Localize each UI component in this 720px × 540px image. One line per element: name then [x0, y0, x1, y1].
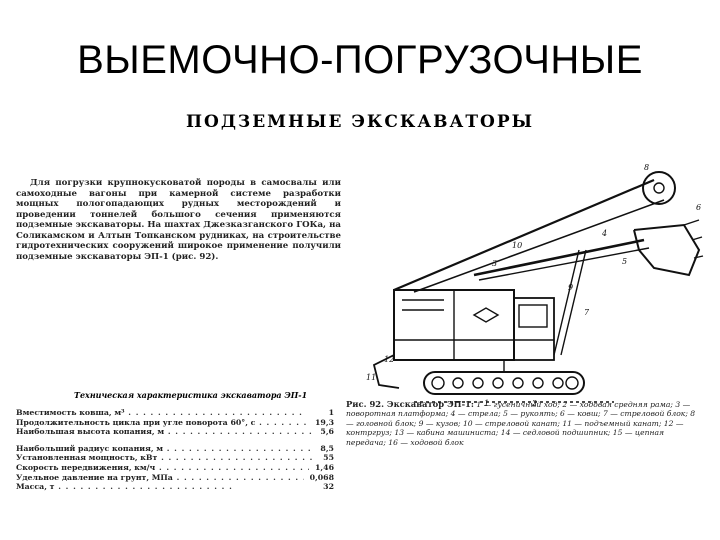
spec-label: Установленная мощность, кВт — [16, 453, 317, 463]
figure-label: 3 — [492, 259, 497, 268]
figure-label: 4 — [601, 229, 607, 238]
figure-label: 1 — [484, 399, 489, 408]
spec-row: Масса, т 32 — [16, 482, 334, 492]
figure-label: 7 — [584, 308, 590, 317]
spec-label: Наибольшая высота копания, м — [16, 427, 314, 437]
figure-label: 2 — [531, 399, 537, 408]
spec-row: Установленная мощность, кВт 55 — [16, 453, 334, 463]
figure-label: 10 — [512, 241, 522, 250]
spec-value: 1 — [328, 408, 334, 417]
tech-spec-title: Техническая характеристика экскаватора Э… — [74, 390, 308, 400]
spec-label: Удельное давление на грунт, МПа — [16, 473, 304, 483]
spec-row: Наибольший радиус копания, м 8,5 — [16, 444, 334, 454]
spec-value: 5,6 — [320, 427, 334, 437]
figure-label: 9 — [568, 283, 573, 292]
spec-value: 19,3 — [315, 417, 334, 427]
spec-row: Удельное давление на грунт, МПа 0,068 — [16, 473, 334, 483]
slide-title: ВЫЕМОЧНО-ПОГРУЗОЧНЫЕ — [77, 38, 643, 82]
spec-label: Продолжительность цикла при угле поворот… — [16, 418, 309, 428]
figure-label: 12 — [384, 355, 394, 364]
spec-label: Наибольший радиус копания, м — [16, 444, 314, 454]
spec-gap — [16, 437, 334, 444]
spec-row: Наибольшая высота копания, м 5,6 — [16, 427, 334, 437]
tech-spec-table: Вместимость ковша, м³ 1 Продолжительность… — [16, 408, 334, 492]
figure-caption: Рис. 92. Экскаватор ЭП-1: 1 — гусеничный… — [346, 399, 704, 447]
spec-label: Вместимость ковша, м³ — [16, 408, 303, 418]
spec-row: Скорость передвижения, км/ч 1,46 — [16, 463, 334, 473]
scanned-page: ПОДЗЕМНЫЕ ЭКСКАВАТОРЫ Для погрузки крупн… — [14, 100, 706, 525]
figure-label: 5 — [622, 257, 627, 266]
caption-text: 1 — гусеничный ход; 2 — ходовая средняя … — [346, 400, 696, 447]
figure-label: 6 — [696, 203, 701, 212]
scan-heading: ПОДЗЕМНЫЕ ЭКСКАВАТОРЫ — [185, 112, 535, 132]
spec-value: 1,46 — [315, 462, 334, 472]
spec-value: 0,068 — [309, 472, 334, 482]
spec-row: Продолжительность цикла при угле поворот… — [16, 418, 334, 428]
spec-label: Скорость передвижения, км/ч — [16, 463, 309, 473]
spec-row: Вместимость ковша, м³ 1 — [16, 408, 334, 418]
intro-paragraph: Для погрузки крупнокусковатой породы в с… — [16, 178, 341, 262]
spec-value: 32 — [323, 482, 334, 492]
spec-value: 55 — [323, 453, 334, 463]
figure-label: 8 — [644, 163, 649, 172]
figure-label: 11 — [366, 373, 376, 382]
spec-value: 8,5 — [320, 443, 334, 453]
caption-title: Рис. 92. Экскаватор ЭП-1: — [346, 399, 474, 409]
excavator-drawing: 1 2 3 4 5 6 7 8 9 10 11 12 — [366, 163, 704, 408]
spec-label: Масса, т — [16, 482, 233, 492]
